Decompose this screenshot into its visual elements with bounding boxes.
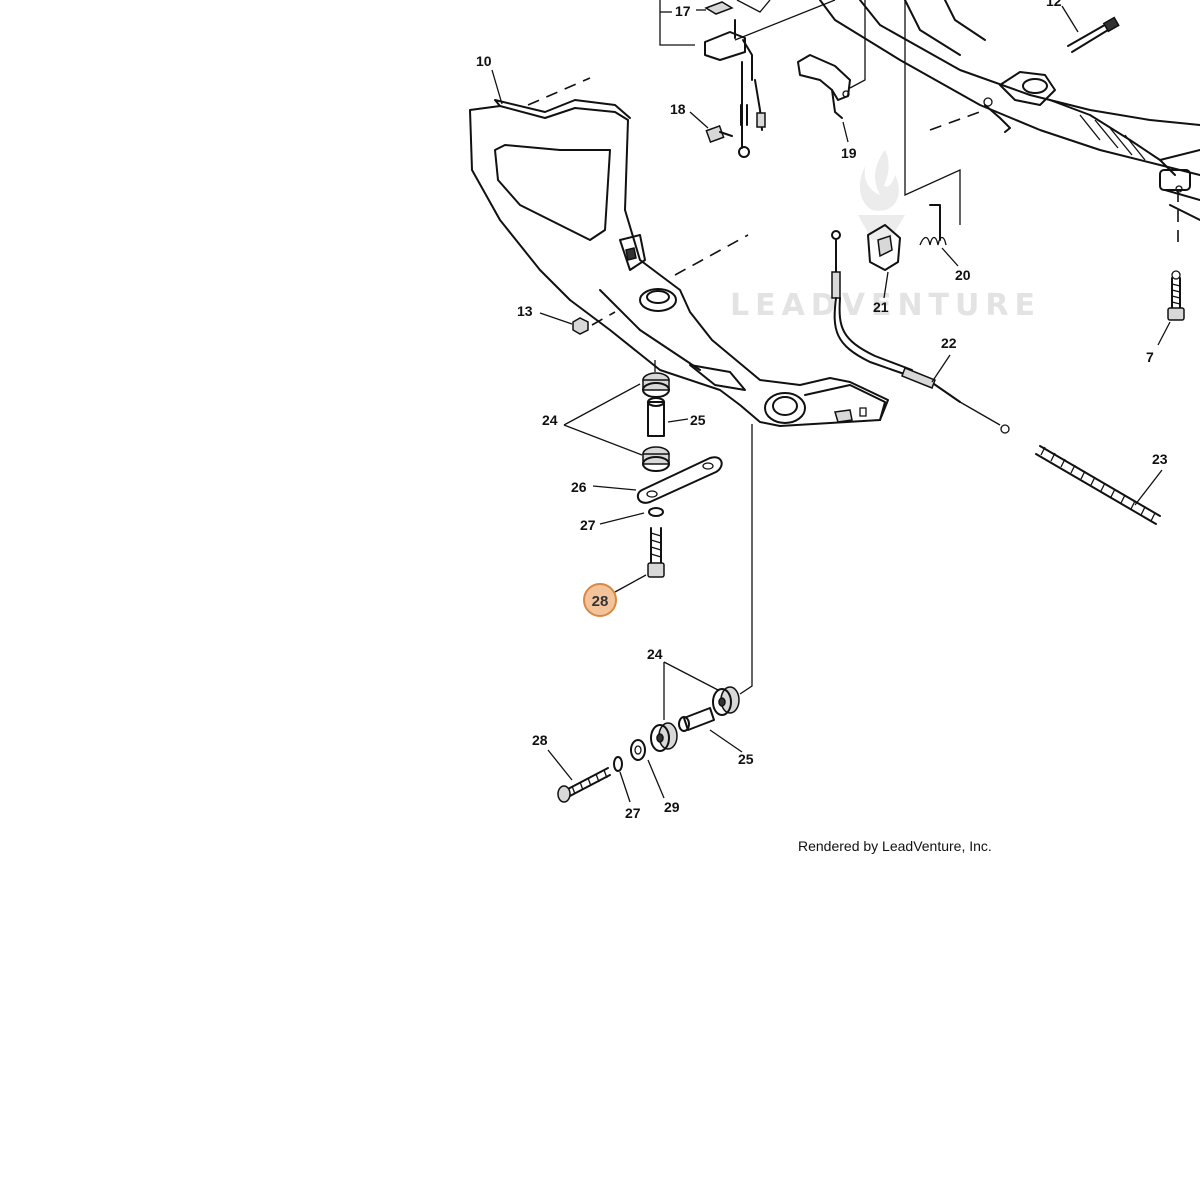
handle-10 bbox=[469, 69, 889, 427]
callout-20[interactable]: 20 bbox=[955, 267, 971, 283]
callout-labels: 17 12 10 18 19 13 20 21 7 22 24 25 26 27… bbox=[476, 0, 1168, 821]
bolt-7 bbox=[1157, 270, 1185, 346]
callout-12[interactable]: 12 bbox=[1046, 0, 1062, 9]
mount-set-upper bbox=[563, 360, 723, 593]
callout-29[interactable]: 29 bbox=[664, 799, 680, 815]
mount-set-lower bbox=[547, 661, 743, 803]
callout-27-upper[interactable]: 27 bbox=[580, 517, 596, 533]
spring-20 bbox=[919, 204, 959, 267]
callout-22[interactable]: 22 bbox=[941, 335, 957, 351]
clip-21 bbox=[867, 224, 901, 299]
callout-7[interactable]: 7 bbox=[1146, 349, 1154, 365]
cable-routing-line bbox=[904, 0, 961, 225]
callout-13[interactable]: 13 bbox=[517, 303, 533, 319]
callout-26[interactable]: 26 bbox=[571, 479, 587, 495]
highlighted-callout-28[interactable]: 28 bbox=[583, 583, 617, 617]
bolt-12 bbox=[1061, 5, 1120, 53]
callout-25-lower[interactable]: 25 bbox=[738, 751, 754, 767]
callout-28-lower[interactable]: 28 bbox=[532, 732, 548, 748]
watermark-text: LEADVENTURE bbox=[730, 288, 1041, 323]
callout-24-upper[interactable]: 24 bbox=[542, 412, 558, 428]
render-credit: Rendered by LeadVenture, Inc. bbox=[798, 838, 992, 854]
callout-24-lower[interactable]: 24 bbox=[647, 646, 663, 662]
lever-19 bbox=[797, 0, 866, 143]
threaded-rod-23 bbox=[1035, 445, 1163, 525]
callout-19[interactable]: 19 bbox=[841, 145, 857, 161]
callout-28-upper[interactable]: 28 bbox=[592, 593, 609, 610]
callout-25-upper[interactable]: 25 bbox=[690, 412, 706, 428]
nut-13 bbox=[539, 311, 616, 335]
assembly-line bbox=[739, 424, 753, 695]
bracket-17 bbox=[659, 0, 836, 158]
cable-22 bbox=[831, 230, 1010, 434]
callout-23[interactable]: 23 bbox=[1152, 451, 1168, 467]
callout-21[interactable]: 21 bbox=[873, 299, 889, 315]
callout-17[interactable]: 17 bbox=[675, 3, 691, 19]
bolt-18 bbox=[689, 111, 733, 143]
callout-27-lower[interactable]: 27 bbox=[625, 805, 641, 821]
watermark: LEADVENTURE bbox=[730, 150, 1041, 323]
frame-assembly bbox=[819, 0, 1200, 250]
callout-10[interactable]: 10 bbox=[476, 53, 492, 69]
callout-18[interactable]: 18 bbox=[670, 101, 686, 117]
